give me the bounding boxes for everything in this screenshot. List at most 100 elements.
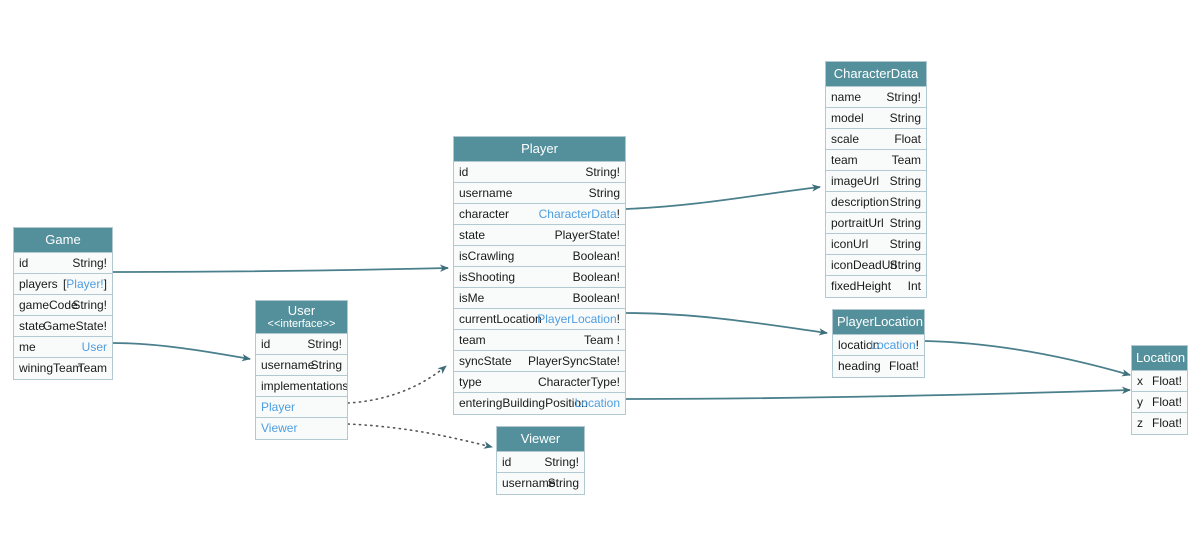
field-name: id [502,455,512,469]
field-row[interactable]: syncState PlayerSyncState! [454,351,625,372]
field-row[interactable]: x Float! [1132,371,1187,392]
entity-characterdata-title: CharacterData [826,62,926,87]
entity-viewer-title: Viewer [497,427,584,452]
field-row[interactable]: scale Float [826,129,926,150]
field-row[interactable]: state GameState! [14,316,112,337]
field-row[interactable]: iconUrl String [826,234,926,255]
field-type[interactable]: Location! [870,338,919,352]
field-type[interactable]: CharacterData! [538,207,620,221]
field-name: z [1137,416,1143,430]
field-name: scale [831,132,860,146]
field-name: model [831,111,864,125]
field-row[interactable]: type CharacterType! [454,372,625,393]
list-inner-type: Player! [66,277,104,291]
field-row[interactable]: state PlayerState! [454,225,625,246]
field-name: description [831,195,890,209]
field-type: String! [585,165,620,179]
field-row[interactable]: id String! [256,334,347,355]
field-row[interactable]: character CharacterData! [454,204,625,225]
field-type[interactable]: Location [574,396,620,410]
field-type: Float! [1151,374,1182,388]
field-row[interactable]: username String [256,355,347,376]
field-row[interactable]: isMe Boolean! [454,288,625,309]
entity-playerlocation-title: PlayerLocation [833,310,924,335]
field-row[interactable]: heading Float! [833,356,924,377]
field-row[interactable]: name String! [826,87,926,108]
field-name: team [459,333,486,347]
field-row[interactable]: isCrawling Boolean! [454,246,625,267]
entity-game[interactable]: Game id String! players [Player!] gameCo… [13,227,113,380]
entity-viewer[interactable]: Viewer id String! username String [496,426,585,495]
field-type: String! [886,90,921,104]
field-row[interactable]: y Float! [1132,392,1187,413]
field-type: String [588,186,620,200]
entity-characterdata[interactable]: CharacterData name String! model String … [825,61,927,298]
field-row[interactable]: currentLocation PlayerLocation! [454,309,625,330]
field-name: enteringBuildingPosition [459,396,588,410]
field-name: team [831,153,858,167]
implementation-item-viewer[interactable]: Viewer [256,418,347,439]
field-row[interactable]: gameCode String! [14,295,112,316]
field-name: id [459,165,469,179]
entity-location[interactable]: Location x Float! y Float! z Float! [1131,345,1188,435]
field-name: username [502,476,556,490]
edge-user-implements-viewer [347,423,493,449]
field-row[interactable]: id String! [14,253,112,274]
field-type: String [547,476,579,490]
field-row[interactable]: winingTeam Team [14,358,112,379]
field-type: String! [72,298,107,312]
field-name: iconDeadUrl [831,258,898,272]
field-row[interactable]: description String [826,192,926,213]
field-type: String [889,111,921,125]
edge-user-implements-player [347,365,447,404]
entity-user-stereotype: <<interface>> [267,318,336,330]
field-name: state [19,319,46,333]
implementations-label: implementations [256,376,347,397]
field-row[interactable]: fixedHeight Int [826,276,926,297]
field-type: Team [77,361,107,375]
field-name: state [459,228,486,242]
field-row[interactable]: portraitUrl String [826,213,926,234]
non-null-marker: ! [616,312,620,326]
field-type[interactable]: PlayerLocation! [537,312,620,326]
field-row[interactable]: enteringBuildingPosition Location [454,393,625,414]
field-name: name [831,90,862,104]
field-name: players [19,277,58,291]
field-type: PlayerSyncState! [527,354,620,368]
implementation-name: Viewer [261,421,298,435]
entity-player[interactable]: Player id String! username String charac… [453,136,626,415]
field-row[interactable]: me User [14,337,112,358]
field-name: type [459,375,482,389]
field-row[interactable]: location Location! [833,335,924,356]
field-row[interactable]: username String [497,473,584,494]
field-type: String! [544,455,579,469]
field-row[interactable]: team Team [826,150,926,171]
field-name: username [261,358,315,372]
field-row[interactable]: players [Player!] [14,274,112,295]
field-row[interactable]: id String! [497,452,584,473]
field-row[interactable]: team Team ! [454,330,625,351]
field-row[interactable]: iconDeadUrl String [826,255,926,276]
entity-location-title: Location [1132,346,1187,371]
field-type[interactable]: User [81,340,107,354]
field-name: gameCode [19,298,78,312]
field-type: String [889,237,921,251]
entity-user[interactable]: User <<interface>> id String! username S… [255,300,348,440]
field-row[interactable]: username String [454,183,625,204]
field-type[interactable]: [Player!] [63,274,107,294]
edge-player-character-to-characterdata [625,184,821,210]
field-type: Float [894,132,921,146]
implementation-item-player[interactable]: Player [256,397,347,418]
field-row[interactable]: isShooting Boolean! [454,267,625,288]
field-name: isCrawling [459,249,515,263]
field-row[interactable]: imageUrl String [826,171,926,192]
field-name: imageUrl [831,174,880,188]
list-bracket-close: ] [103,277,107,291]
field-row[interactable]: model String [826,108,926,129]
entity-playerlocation[interactable]: PlayerLocation location Location! headin… [832,309,925,378]
field-row[interactable]: id String! [454,162,625,183]
field-name: iconUrl [831,237,869,251]
field-type: String [310,358,342,372]
entity-user-title: User <<interface>> [256,301,347,334]
field-row[interactable]: z Float! [1132,413,1187,434]
